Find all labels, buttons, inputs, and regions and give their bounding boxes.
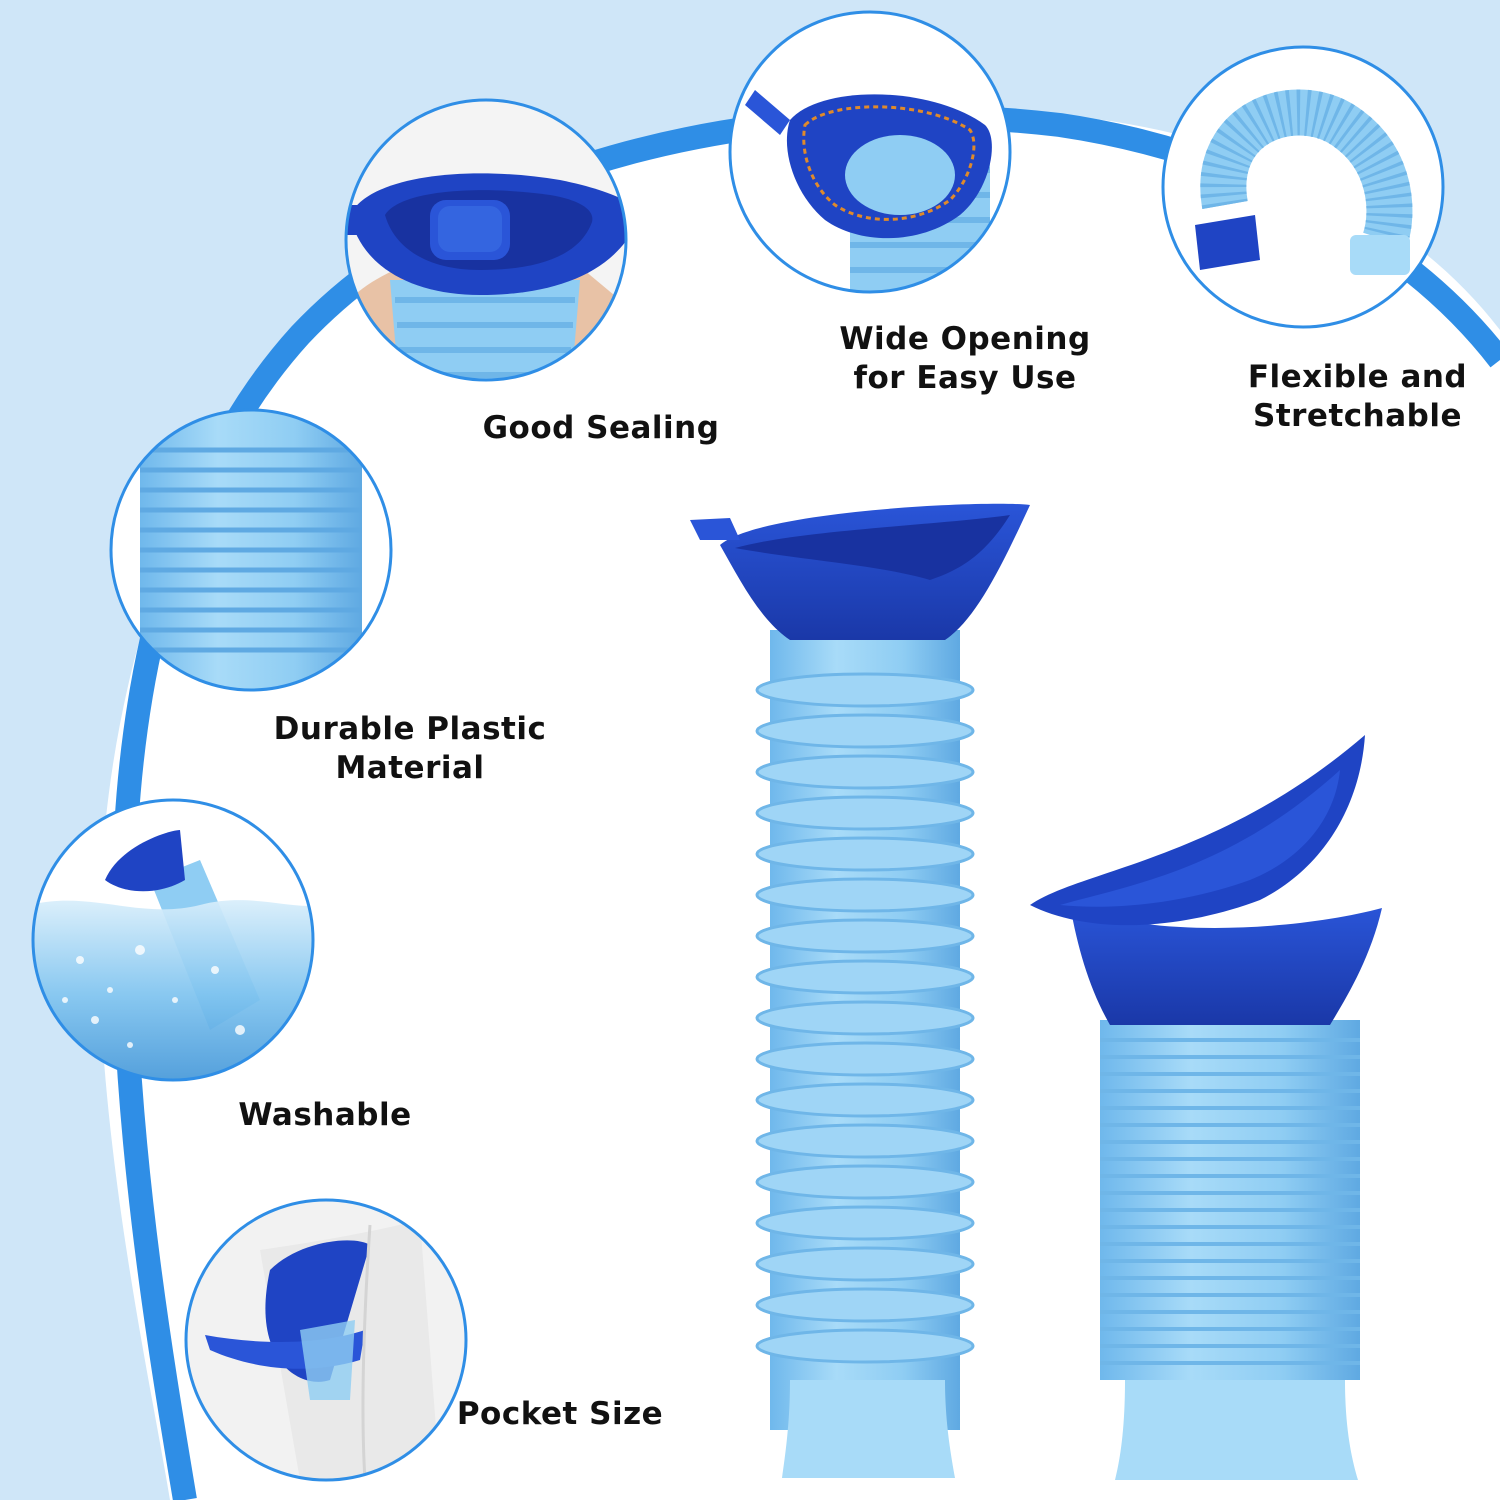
bellows-rib [755, 1164, 975, 1200]
product-extended [690, 503, 1030, 1478]
bellows-rib [755, 1328, 975, 1364]
bellows-rib [755, 877, 975, 913]
flexible-image [1161, 45, 1445, 329]
bellows-rib [755, 1082, 975, 1118]
product-collapsed [1030, 735, 1382, 1480]
bellows-rib [755, 1000, 975, 1036]
label-good-sealing: Good Sealing [482, 410, 720, 446]
bellows-rib [755, 1041, 975, 1077]
bellows-rib [755, 795, 975, 831]
label-wide-opening: Wide Opening for Easy Use [839, 321, 1091, 396]
bellows-rib [755, 1205, 975, 1241]
bellows-rib [755, 1287, 975, 1323]
washable-image [31, 798, 315, 1082]
label-pocket-size: Pocket Size [456, 1396, 664, 1432]
bellows-rib [755, 672, 975, 708]
wide-opening-image [728, 10, 1012, 294]
bellows-rib [755, 959, 975, 995]
bellows-rib [755, 754, 975, 790]
durable-image [109, 408, 393, 692]
label-flexible: Flexible and Stretchable [1247, 359, 1468, 434]
good-sealing-image [344, 98, 628, 382]
bellows-rib [755, 836, 975, 872]
bellows-rib [755, 918, 975, 954]
bellows-rib [755, 1123, 975, 1159]
label-durable: Durable Plastic Material [273, 711, 547, 786]
bellows-rib [755, 1246, 975, 1282]
label-washable: Washable [238, 1097, 412, 1133]
bellows-rib [755, 713, 975, 749]
pocket-size-image [184, 1198, 468, 1482]
